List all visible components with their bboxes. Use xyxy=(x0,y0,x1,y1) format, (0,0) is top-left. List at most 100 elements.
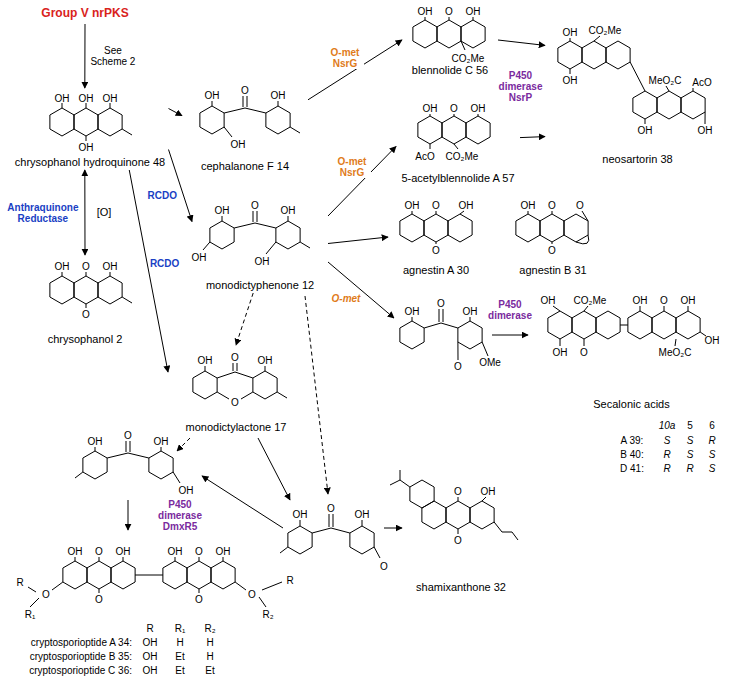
chemical-structure xyxy=(564,214,588,242)
atom-label: OH xyxy=(88,436,103,447)
enzyme-label: RCDO xyxy=(147,190,178,201)
atom-label: O xyxy=(124,430,132,441)
chemical-structure xyxy=(50,108,74,136)
atom-label: R xyxy=(663,463,670,474)
atom-label: O xyxy=(454,486,462,497)
reaction-arrow xyxy=(128,500,129,530)
chemical-structure xyxy=(98,276,122,304)
reaction-arrow xyxy=(177,438,190,451)
chemical-structure xyxy=(28,17,706,607)
reaction-arrow xyxy=(202,476,283,528)
atom-label: O xyxy=(82,261,90,272)
atom-label: S xyxy=(709,449,716,460)
atom-label: CO₂Me xyxy=(452,53,485,64)
atom-label: H xyxy=(206,637,213,648)
chemical-structure xyxy=(657,91,681,119)
chemical-structure xyxy=(470,501,494,529)
atom-label: OH xyxy=(79,142,94,153)
compound-node: Secalonic acids xyxy=(533,280,730,412)
chemical-structure xyxy=(288,526,312,554)
chemical-structure xyxy=(276,221,300,249)
chemical-structure xyxy=(413,20,437,48)
chemical-structure xyxy=(400,321,424,349)
chemical-structure xyxy=(200,106,224,134)
atom-label: H xyxy=(206,651,213,662)
atom-label: OH xyxy=(271,90,286,101)
compound-name: agnestin B 31 xyxy=(519,264,586,278)
atom-label: S xyxy=(687,435,694,446)
chemical-structure xyxy=(422,501,446,529)
chemical-structure xyxy=(98,108,122,136)
atom-label: OH xyxy=(293,509,308,520)
atom-label: OH xyxy=(633,295,648,306)
chemical-structure xyxy=(681,91,705,119)
atom-label: R xyxy=(16,577,23,588)
atom-label: O xyxy=(241,85,249,96)
chemical-structure xyxy=(570,36,705,124)
atom-label: OH xyxy=(55,261,70,272)
atom-label: OH xyxy=(418,6,433,17)
atom-label: OH xyxy=(258,355,273,366)
enzyme-label: O-met NsrG xyxy=(326,47,364,69)
chemical-structure xyxy=(528,211,589,244)
atom-label: CO₂Me xyxy=(574,295,607,306)
atom-label: OH xyxy=(281,205,296,216)
chemical-structure xyxy=(458,321,482,349)
atom-label: S xyxy=(687,449,694,460)
chemical-structure xyxy=(410,480,434,508)
compound-name: Secalonic acids xyxy=(593,398,669,412)
chemical-structure xyxy=(558,41,582,69)
compound-node: neosartorin 38 xyxy=(545,15,730,167)
atom-label: R xyxy=(286,575,293,586)
chemical-structure xyxy=(442,116,466,144)
enzyme-label: Anthraquinone Reductase xyxy=(2,202,84,224)
atom-label: OH xyxy=(168,546,183,557)
chemical-structure xyxy=(652,311,676,339)
atom-label: OH xyxy=(79,93,94,104)
reaction-arrow xyxy=(305,296,328,494)
enzyme-label: See Scheme 2 xyxy=(89,45,137,67)
reaction-arrow xyxy=(384,528,402,529)
atom-label: OH xyxy=(255,256,270,267)
atom-label: OH xyxy=(638,125,653,136)
atom-label: OH xyxy=(179,485,194,496)
reaction-arrow xyxy=(520,137,545,138)
atom-label: O xyxy=(195,546,203,557)
atom-label: O xyxy=(450,103,458,114)
reaction-arrow xyxy=(258,438,290,500)
chemical-structure xyxy=(553,306,706,346)
atom-label: 6 xyxy=(709,420,715,431)
chemical-structure xyxy=(205,363,287,399)
enzyme-label: RCDO xyxy=(149,258,180,269)
atom-label: A 39: xyxy=(621,435,644,446)
compound-name: chrysophanol hydroquinone 48 xyxy=(15,156,165,170)
chemical-structure xyxy=(548,311,572,339)
reaction-arrow xyxy=(128,262,528,530)
atom-label: O xyxy=(432,200,440,211)
enzyme-name: Group V nrPKS xyxy=(41,7,128,21)
chemical-structure xyxy=(676,311,700,339)
atom-label: O xyxy=(95,594,103,605)
atom-label: O xyxy=(660,295,668,306)
atom-label: OH xyxy=(405,200,420,211)
chemical-structure xyxy=(50,276,74,304)
chemical-structure xyxy=(446,501,470,529)
atom-label: R₂ xyxy=(262,609,273,620)
atom-label: OH xyxy=(423,103,438,114)
chemical-structure xyxy=(62,103,132,141)
atom-label: O xyxy=(251,200,259,211)
chemical-structure xyxy=(466,116,490,144)
chemical-structure xyxy=(253,371,277,399)
reaction-arrow xyxy=(84,24,85,88)
atom-label: OH xyxy=(55,93,70,104)
chemical-structure xyxy=(87,561,111,589)
enzyme-label: P450 dimerase xyxy=(486,299,534,321)
atom-label: O xyxy=(231,397,239,408)
atom-label: O xyxy=(432,245,440,256)
reaction-arrow xyxy=(236,293,253,345)
chemical-structure xyxy=(582,41,606,69)
atom-label: Et xyxy=(205,665,214,676)
reaction-arrow xyxy=(328,146,396,216)
atom-label: O xyxy=(454,535,462,546)
